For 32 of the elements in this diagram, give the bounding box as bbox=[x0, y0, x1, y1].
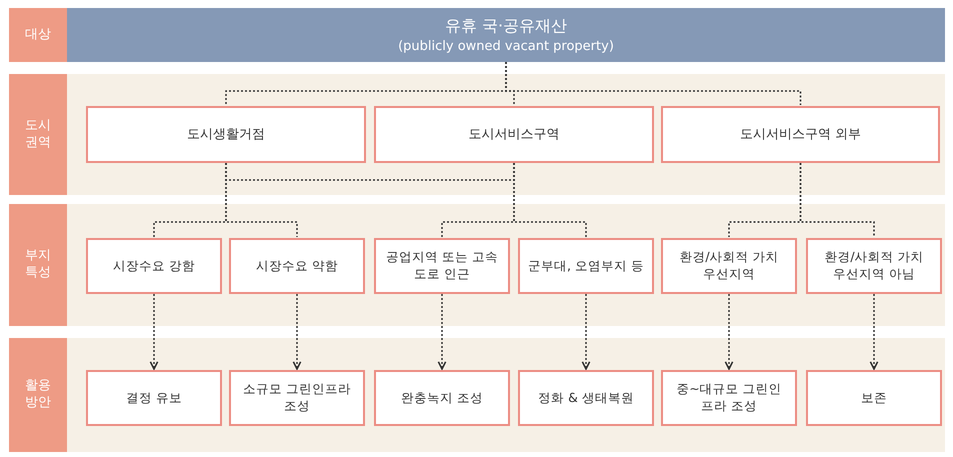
category-box: 소규모 그린인프라 조성 bbox=[229, 370, 365, 426]
category-box: 시장수요 강함 bbox=[86, 238, 222, 294]
category-box: 정화 & 생태복원 bbox=[518, 370, 654, 426]
category-box: 도시서비스구역 외부 bbox=[661, 106, 940, 163]
arrow bbox=[870, 294, 878, 370]
category-box: 군부대, 오염부지 등 bbox=[518, 238, 654, 294]
category-box: 완충녹지 조성 bbox=[374, 370, 510, 426]
row-label: 도시 권역 bbox=[9, 74, 67, 195]
connector-line bbox=[225, 163, 298, 237]
connector-line bbox=[505, 62, 802, 105]
header-bar bbox=[67, 8, 945, 62]
header-title: 유휴 국·공유재산 bbox=[444, 16, 568, 37]
category-box: 도시서비스구역 bbox=[374, 106, 654, 163]
arrow bbox=[150, 294, 158, 370]
category-box: 보존 bbox=[806, 370, 942, 426]
category-box: 결정 유보 bbox=[86, 370, 222, 426]
connector-line bbox=[800, 163, 875, 237]
category-box: 중~대규모 그린인프라 조성 bbox=[661, 370, 797, 426]
category-box: 환경/사회적 가치 우선지역 아님 bbox=[806, 238, 942, 294]
category-box: 환경/사회적 가치 우선지역 bbox=[661, 238, 797, 294]
arrow bbox=[582, 294, 590, 370]
category-box: 공업지역 또는 고속도로 인근 bbox=[374, 238, 510, 294]
arrow bbox=[292, 294, 302, 370]
row-label: 부지 특성 bbox=[9, 204, 67, 326]
category-box: 시장수요 약함 bbox=[229, 238, 365, 294]
connector-line bbox=[513, 163, 587, 237]
row-label: 대상 bbox=[9, 8, 67, 62]
header-subtitle: (publicly owned vacant property) bbox=[398, 39, 614, 54]
arrow bbox=[438, 294, 446, 370]
arrow bbox=[724, 294, 734, 370]
category-box: 도시생활거점 bbox=[86, 106, 366, 163]
row-label: 활용 방안 bbox=[9, 338, 67, 452]
